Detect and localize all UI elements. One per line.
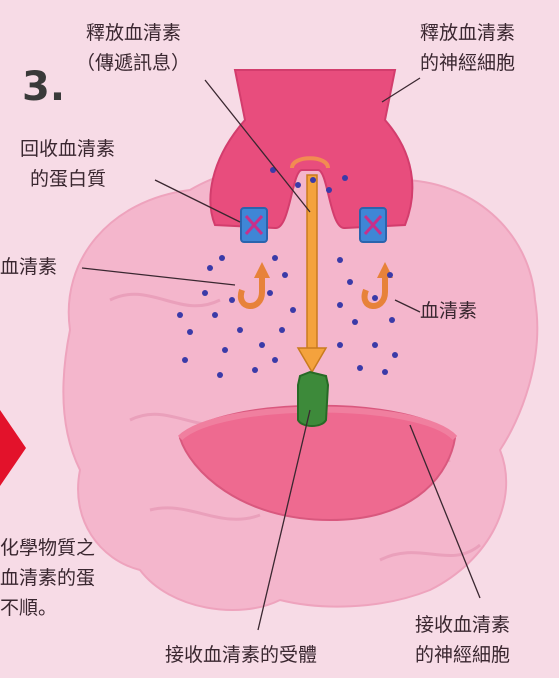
label-receiving-neuron-line2: 的神經細胞 — [415, 642, 510, 668]
label-reuptake-protein-line1: 回收血清素 — [20, 136, 115, 162]
red-pointer-marker — [0, 410, 26, 486]
label-release-serotonin: 釋放血清素 — [86, 20, 181, 46]
label-serotonin-right: 血清素 — [420, 298, 477, 324]
label-receptor: 接收血清素的受體 — [165, 642, 317, 668]
transporter-protein-icon — [360, 208, 386, 242]
side-text-line1: 化學物質之 — [0, 535, 95, 561]
side-text-line3: 不順。 — [0, 595, 57, 621]
label-releasing-neuron-line2: 的神經細胞 — [420, 50, 515, 76]
side-text-line2: 血清素的蛋 — [0, 565, 95, 591]
label-releasing-neuron-line1: 釋放血清素 — [420, 20, 515, 46]
step-number: 3. — [22, 64, 65, 110]
label-serotonin-left: 血清素 — [0, 254, 57, 280]
receptor-icon — [298, 372, 328, 426]
label-reuptake-protein-line2: 的蛋白質 — [30, 166, 106, 192]
label-transmit-message: （傳遞訊息） — [76, 50, 190, 76]
transporter-protein-icon — [241, 208, 267, 242]
label-receiving-neuron-line1: 接收血清素 — [415, 612, 510, 638]
